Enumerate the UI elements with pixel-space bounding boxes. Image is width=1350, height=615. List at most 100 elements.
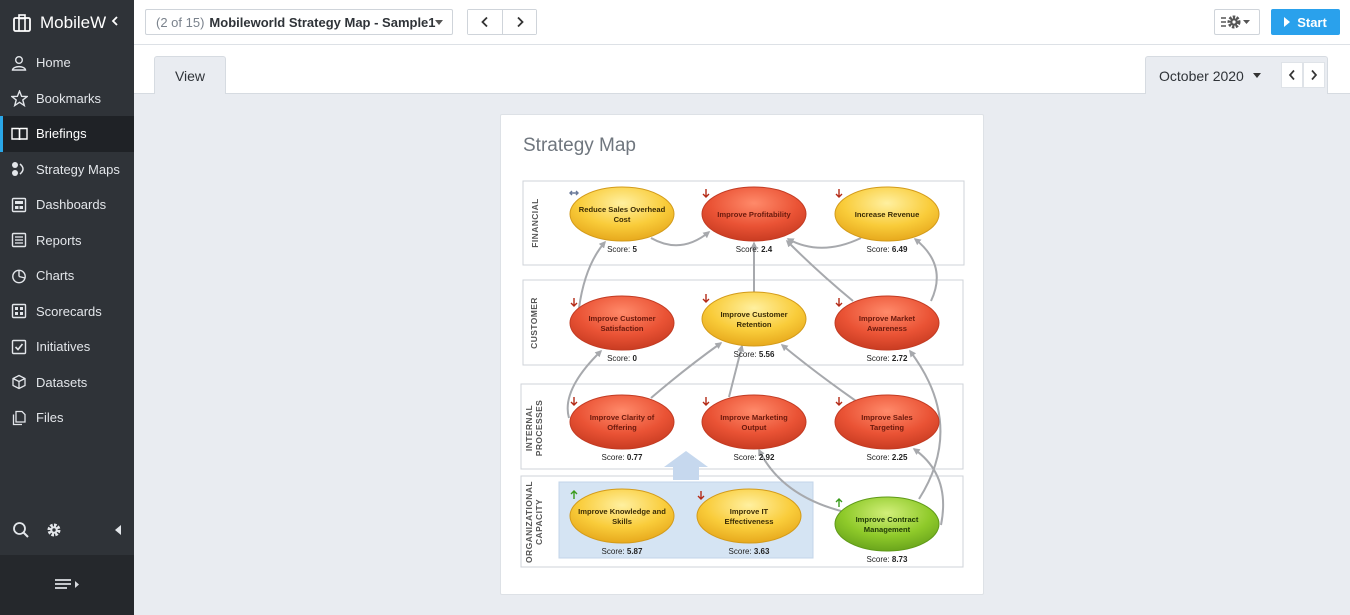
objective-bubble — [834, 295, 940, 351]
chevron-left-icon — [1288, 69, 1295, 81]
gear-icon[interactable] — [45, 521, 63, 539]
objective-bubble — [569, 488, 675, 544]
sidebar-item-charts[interactable]: Charts — [0, 258, 134, 294]
strategy-map-icon — [10, 160, 28, 178]
sidebar-item-label: Scorecards — [36, 303, 102, 319]
next-period-button[interactable] — [1303, 62, 1325, 88]
sidebar-item-datasets[interactable]: Datasets — [0, 365, 134, 401]
sidebar-menu-toggle[interactable] — [0, 555, 134, 615]
sidebar-nav: Home Bookmarks Briefings Strategy Maps D… — [0, 45, 134, 436]
link-improve-customer-satisfaction-to-reduce-sales-overhead-cost — [578, 240, 606, 309]
sidebar-item-initiatives[interactable]: Initiatives — [0, 329, 134, 365]
files-icon — [10, 409, 28, 427]
collapse-sidebar-icon[interactable] — [110, 13, 120, 29]
objective-score: Score: 2.25 — [867, 453, 908, 462]
objective-bubble — [569, 295, 675, 351]
upward-arrow-shape — [664, 451, 708, 480]
tab-bar: View October 2020 — [134, 45, 1350, 94]
objective-score: Score: 2.4 — [736, 245, 773, 254]
sidebar-item-strategy-maps[interactable]: Strategy Maps — [0, 152, 134, 188]
briefcase-logo-icon — [13, 13, 31, 32]
briefing-select[interactable]: (2 of 15) Mobileworld Strategy Map - Sam… — [145, 9, 453, 35]
chevron-down-icon — [435, 20, 443, 25]
sidebar: MobileW Home Bookmarks Briefings Strateg… — [0, 0, 134, 615]
caret-left-icon[interactable] — [114, 524, 122, 536]
sidebar-item-label: Bookmarks — [36, 90, 102, 106]
previous-period-button[interactable] — [1281, 62, 1303, 88]
previous-briefing-button[interactable] — [468, 10, 502, 34]
search-icon[interactable] — [12, 521, 30, 539]
objective-score: Score: 0.77 — [602, 453, 643, 462]
link-improve-sales-targeting-to-improve-customer-retention — [780, 344, 857, 402]
trend-flat-icon — [569, 190, 579, 196]
menu-list-icon — [55, 579, 79, 589]
perspective-label-financial: FINANCIAL — [530, 198, 540, 247]
score-label: Score: — [602, 547, 627, 556]
link-improve-market-awareness-to-improve-profitability — [785, 239, 854, 302]
sidebar-item-reports[interactable]: Reports — [0, 223, 134, 259]
sidebar-item-briefings[interactable]: Briefings — [0, 116, 134, 152]
objective-bubble — [701, 186, 807, 242]
sidebar-item-label: Reports — [36, 232, 82, 248]
sidebar-item-dashboards[interactable]: Dashboards — [0, 187, 134, 223]
score-value: 2.25 — [892, 453, 908, 462]
perspective-label-internal: INTERNALPROCESSES — [524, 400, 544, 457]
app-name: MobileW — [40, 12, 106, 32]
sidebar-item-files[interactable]: Files — [0, 400, 134, 436]
link-reduce-sales-overhead-cost-to-improve-profitability — [650, 231, 711, 247]
chevron-left-icon — [481, 16, 488, 28]
score-value: 5 — [632, 245, 637, 254]
trend-down-icon — [697, 491, 705, 500]
sidebar-item-scorecards[interactable]: Scorecards — [0, 294, 134, 330]
score-value: 2.72 — [892, 354, 908, 363]
objective-score: Score: 3.63 — [729, 547, 770, 556]
top-toolbar: (2 of 15) Mobileworld Strategy Map - Sam… — [134, 0, 1350, 45]
tab-view[interactable]: View — [154, 56, 226, 94]
score-value: 8.73 — [892, 555, 908, 564]
objective-score: Score: 5.56 — [734, 350, 775, 359]
start-button[interactable]: Start — [1271, 9, 1340, 35]
objective-score: Score: 8.73 — [867, 555, 908, 564]
objective-score: Score: 5.87 — [602, 547, 643, 556]
cause-effect-links — [566, 231, 945, 526]
trend-up-icon — [835, 498, 843, 507]
sidebar-item-label: Briefings — [36, 126, 87, 142]
score-value: 0.77 — [627, 453, 643, 462]
link-improve-clarity-of-offering-to-improve-customer-satisfaction — [566, 349, 603, 419]
strategy-map-card: FINANCIAL CUSTOMER INTERNALPROCESSES ORG… — [500, 114, 984, 595]
pie-chart-icon — [10, 267, 28, 285]
period-pager — [1281, 62, 1325, 88]
score-value: 5.87 — [627, 547, 643, 556]
score-label: Score: — [602, 453, 627, 462]
period-label: October 2020 — [1159, 67, 1244, 84]
sidebar-item-home[interactable]: Home — [0, 45, 134, 81]
objective-bubble — [834, 394, 940, 450]
brand[interactable]: MobileW — [0, 0, 134, 45]
score-value: 6.49 — [892, 245, 908, 254]
objective-score: Score: 6.49 — [867, 245, 908, 254]
sidebar-item-bookmarks[interactable]: Bookmarks — [0, 81, 134, 117]
score-value: 5.56 — [759, 350, 775, 359]
display-settings-button[interactable] — [1214, 9, 1260, 35]
start-button-label: Start — [1297, 14, 1327, 30]
next-briefing-button[interactable] — [502, 10, 536, 34]
briefing-count: (2 of 15) — [156, 14, 205, 30]
